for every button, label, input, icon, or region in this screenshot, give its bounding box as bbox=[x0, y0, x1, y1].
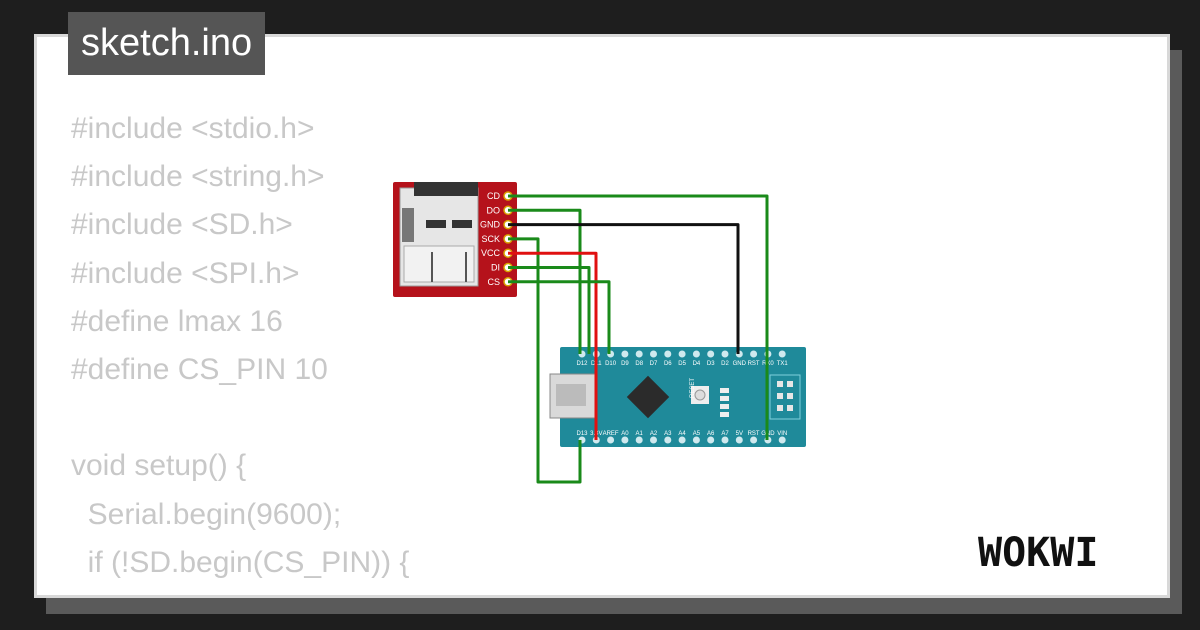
wire-vcc-3v3[interactable] bbox=[508, 251, 598, 440]
reset-label: RESET bbox=[690, 378, 696, 398]
icsp-pin bbox=[787, 381, 793, 387]
nano-bottom-pin[interactable] bbox=[664, 436, 672, 444]
nano-top-pin-label: D7 bbox=[650, 361, 658, 367]
nano-top-pin-label: D3 bbox=[707, 361, 715, 367]
nano-bottom-pin-label: A6 bbox=[707, 431, 715, 437]
wire-do-d12[interactable] bbox=[508, 208, 582, 354]
nano-top-pin[interactable] bbox=[750, 350, 758, 358]
preview-card: #include <stdio.h> #include <string.h> #in… bbox=[34, 34, 1170, 598]
nano-top-pin[interactable] bbox=[707, 350, 715, 358]
wires bbox=[508, 194, 769, 484]
sd-pin-label: CS bbox=[487, 277, 500, 287]
nano-bottom-pin-label: RST bbox=[748, 431, 760, 437]
nano-top-pin-label: D12 bbox=[576, 361, 588, 367]
sd-pin-label: DO bbox=[487, 205, 501, 215]
sd-card-module[interactable]: CD DO GND SCK VCC DI CS bbox=[393, 182, 517, 297]
code-line: #include <SPI.h> bbox=[71, 256, 300, 290]
nano-bottom-pin[interactable] bbox=[721, 436, 729, 444]
nano-bottom-pin-label: A2 bbox=[650, 431, 658, 437]
nano-top-pin[interactable] bbox=[650, 350, 657, 358]
code-line: #include <SD.h> bbox=[71, 208, 293, 242]
wire-cs-d10[interactable] bbox=[508, 280, 611, 354]
svg-text:WOKWI: WOKWI bbox=[978, 530, 1098, 576]
code-line: if (!SD.begin(CS_PIN)) { bbox=[71, 545, 410, 579]
sd-pin-label: CD bbox=[487, 191, 500, 201]
sd-pin-label: GND bbox=[480, 220, 501, 230]
nano-bottom-pin-label: VIN bbox=[777, 431, 787, 437]
code-line: Serial.begin(9600); bbox=[71, 497, 342, 531]
nano-top-pin[interactable] bbox=[621, 350, 629, 358]
nano-bottom-pin-label: A5 bbox=[693, 431, 701, 437]
nano-bottom-pin-label: A4 bbox=[678, 431, 686, 437]
code-line: #include <stdio.h> bbox=[71, 112, 315, 145]
file-tab[interactable]: sketch.ino bbox=[68, 12, 266, 75]
nano-top-pin[interactable] bbox=[778, 350, 786, 358]
nano-top-pin-label: D9 bbox=[621, 361, 629, 367]
nano-bottom-pin-label: A7 bbox=[721, 431, 729, 437]
icsp-pin bbox=[787, 405, 793, 411]
nano-top-pin[interactable] bbox=[635, 350, 643, 358]
nano-bottom-pin[interactable] bbox=[692, 436, 700, 444]
sd-pin-label: SCK bbox=[481, 234, 500, 244]
wire-cd-gnd[interactable] bbox=[508, 194, 769, 440]
wire-gnd-gnd[interactable] bbox=[508, 223, 740, 354]
icsp-pin bbox=[777, 405, 783, 411]
code-line: #define CS_PIN 10 bbox=[71, 352, 328, 386]
nano-top-pin-label: RST bbox=[748, 361, 760, 367]
nano-bottom-pin-label: A3 bbox=[664, 431, 672, 437]
nano-bottom-pin[interactable] bbox=[750, 436, 758, 444]
code-line: void setup() { bbox=[71, 449, 247, 483]
nano-bottom-pin-label: A1 bbox=[636, 431, 644, 437]
icsp-pin bbox=[777, 393, 783, 399]
nano-bottom-pin-label: 5V bbox=[736, 431, 743, 437]
nano-bottom-pin-label: AREF bbox=[603, 431, 619, 437]
nano-top-pin-label: TX1 bbox=[777, 361, 789, 367]
sd-pin-label: VCC bbox=[481, 248, 501, 258]
nano-top-pin-label: D2 bbox=[721, 361, 729, 367]
nano-bottom-pin[interactable] bbox=[650, 436, 657, 444]
nano-top-pin[interactable] bbox=[664, 350, 672, 358]
wire-di-d11[interactable] bbox=[508, 266, 591, 355]
code-line: Serial.println("Error, card failed, or n… bbox=[71, 587, 742, 595]
nano-top-pin-label: D4 bbox=[693, 361, 701, 367]
nano-bottom-pin[interactable] bbox=[621, 436, 629, 444]
code-line: #define lmax 16 bbox=[71, 304, 283, 338]
sd-pin-label: DI bbox=[491, 263, 500, 273]
nano-bottom-pin[interactable] bbox=[778, 436, 786, 444]
icsp-pin bbox=[777, 381, 783, 387]
nano-top-pin-label: D8 bbox=[635, 361, 643, 367]
nano-top-pin-label: D6 bbox=[664, 361, 672, 367]
nano-top-pin[interactable] bbox=[692, 350, 700, 358]
code-editor: #include <stdio.h> #include <string.h> #in… bbox=[71, 105, 743, 595]
nano-top-pin-label: D5 bbox=[678, 361, 686, 367]
nano-bottom-pin-label: A0 bbox=[621, 431, 629, 437]
nano-bottom-pin[interactable] bbox=[607, 436, 615, 444]
wire-sck-d13[interactable] bbox=[508, 237, 582, 484]
icsp-pin bbox=[787, 393, 793, 399]
nano-bottom-pin-label: D13 bbox=[576, 431, 588, 437]
nano-top-pin-label: D10 bbox=[605, 361, 617, 367]
nano-bottom-pin[interactable] bbox=[707, 436, 715, 444]
nano-bottom-pin[interactable] bbox=[735, 436, 743, 444]
nano-bottom-pin[interactable] bbox=[635, 436, 643, 444]
nano-top-pin-label: GND bbox=[733, 361, 747, 367]
nano-top-pin[interactable] bbox=[721, 350, 729, 358]
nano-bottom-pin[interactable] bbox=[678, 436, 686, 444]
wokwi-logo: WOKWI bbox=[978, 530, 1098, 576]
nano-top-pin[interactable] bbox=[678, 350, 686, 358]
code-line: #include <string.h> bbox=[71, 160, 325, 194]
